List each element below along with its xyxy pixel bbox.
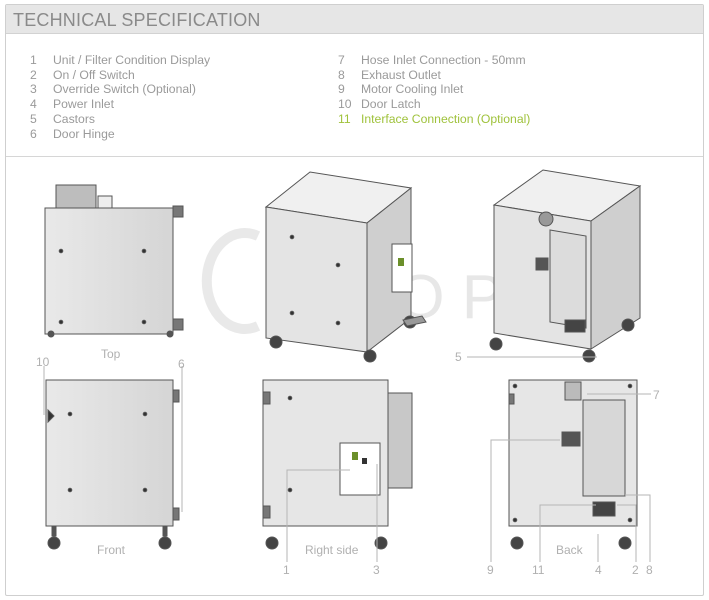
callout-6: 6	[178, 357, 185, 371]
section-divider	[6, 156, 703, 157]
callout-4: 4	[595, 563, 602, 577]
callout-5: 5	[455, 350, 462, 364]
watermark	[201, 228, 261, 334]
back-view-drawing	[508, 379, 638, 550]
callout-7: 7	[653, 388, 660, 402]
callout-9: 9	[487, 563, 494, 577]
callout-3: 3	[373, 563, 380, 577]
callout-11: 11	[532, 563, 545, 577]
top-view-drawing	[44, 184, 184, 338]
callout-1: 1	[283, 563, 290, 577]
right-side-view-drawing	[262, 379, 413, 550]
callout-lines	[43, 356, 651, 562]
front-view-label: Front	[97, 543, 126, 557]
right-side-view-label: Right side	[305, 543, 359, 557]
page-title: TECHNICAL SPECIFICATION	[13, 10, 261, 30]
callout-2: 2	[632, 563, 639, 577]
callout-10: 10	[36, 355, 50, 369]
callout-8: 8	[646, 563, 653, 577]
back-view-label: Back	[556, 543, 583, 557]
top-view-label: Top	[101, 347, 121, 361]
front-view-drawing	[45, 379, 180, 550]
iso-back-drawing	[489, 169, 642, 363]
iso-front-drawing	[264, 171, 427, 363]
header-bar: TECHNICAL SPECIFICATION	[6, 5, 703, 34]
